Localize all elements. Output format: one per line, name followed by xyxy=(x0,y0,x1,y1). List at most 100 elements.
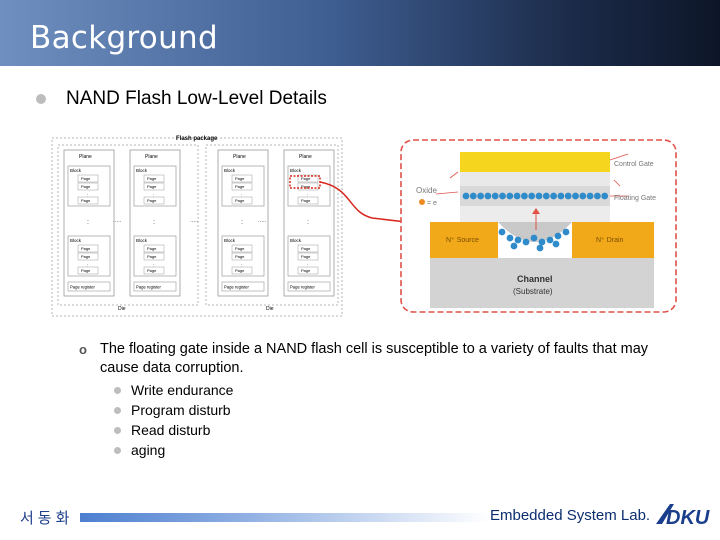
page-box xyxy=(297,252,319,261)
page-box xyxy=(143,266,165,275)
page-label: Page xyxy=(147,254,157,259)
page-register-label: Page register xyxy=(70,285,96,290)
page-label: Page xyxy=(147,198,157,203)
ellipsis-mark: : xyxy=(241,193,242,199)
page-box xyxy=(77,244,99,253)
page-label: Page xyxy=(147,246,157,251)
page-box xyxy=(143,174,165,183)
title-bar: Background xyxy=(0,0,720,66)
ellipsis-mark: : xyxy=(241,263,242,269)
block-label: Block xyxy=(136,168,148,173)
plane-label: Plane xyxy=(233,154,246,160)
plane-label: Plane xyxy=(299,154,312,160)
electron-dot xyxy=(564,192,572,200)
page-label: Page xyxy=(81,184,91,189)
fault-list: Write endurance Program disturb Read dis… xyxy=(114,380,233,460)
page-box xyxy=(231,182,253,191)
page-box xyxy=(231,266,253,275)
electron-dot xyxy=(462,192,470,200)
block-label: Block xyxy=(224,168,236,173)
electron-dot xyxy=(579,192,587,200)
page-label: Page xyxy=(235,246,245,251)
page-label: Page xyxy=(147,184,157,189)
page-box xyxy=(77,174,99,183)
page-box xyxy=(77,252,99,261)
electron-dot xyxy=(506,192,514,200)
footer-gradient-line xyxy=(80,513,490,522)
electron-dot xyxy=(554,232,562,240)
page-box xyxy=(297,244,319,253)
page-label: Page xyxy=(81,254,91,259)
page-label: Page xyxy=(235,268,245,273)
list-item: Read disturb xyxy=(114,420,233,440)
electron-dot xyxy=(506,234,514,242)
page-box xyxy=(77,196,99,205)
electron-legend-label: = e xyxy=(427,200,437,207)
list-bullet-icon xyxy=(114,387,121,394)
electron-dot xyxy=(557,192,565,200)
body-paragraph: The floating gate inside a NAND flash ce… xyxy=(100,341,649,376)
block-label: Block xyxy=(70,168,82,173)
svg-text:DKU: DKU xyxy=(666,507,710,529)
ellipsis-mark: : xyxy=(153,219,155,226)
list-bullet-icon xyxy=(114,447,121,454)
page-box xyxy=(143,244,165,253)
dku-logo-icon: DKU xyxy=(656,504,710,529)
page-label: Page xyxy=(81,198,91,203)
electron-dot xyxy=(477,192,484,200)
slide-heading: NAND Flash Low-Level Details xyxy=(66,88,327,109)
electron-dot xyxy=(522,238,530,246)
list-item: Program disturb xyxy=(114,400,233,420)
block-label: Block xyxy=(224,238,236,243)
page-box xyxy=(143,196,165,205)
electron-dot xyxy=(542,192,550,200)
electron-dot xyxy=(514,236,522,244)
electron-dot xyxy=(552,240,560,248)
page-box xyxy=(297,196,319,205)
connector-arrow xyxy=(319,181,407,223)
electron-dot xyxy=(499,192,506,200)
page-box xyxy=(297,266,319,275)
page-label: Page xyxy=(147,268,157,273)
electron-dot xyxy=(469,192,477,200)
heading-bullet-icon xyxy=(36,94,46,104)
ellipsis-mark: : xyxy=(307,219,309,226)
electron-dot xyxy=(562,228,570,236)
flash-cell-diagram: Control Gate Floating Gate Oxide = e N⁺ … xyxy=(400,139,677,313)
electron-legend-icon xyxy=(419,199,425,205)
block-label: Block xyxy=(70,238,82,243)
electron-dot xyxy=(586,192,594,200)
block-label: Block xyxy=(290,168,302,173)
ellipsis-mark: : xyxy=(153,263,154,269)
list-item: aging xyxy=(114,440,233,460)
page-label: Page xyxy=(235,198,245,203)
electron-dot xyxy=(498,228,506,236)
page-register-label: Page register xyxy=(290,285,316,290)
page-label: Page xyxy=(301,268,311,273)
channel-label: Channel xyxy=(517,274,553,284)
page-box xyxy=(231,196,253,205)
ellipsis-mark: : xyxy=(87,193,88,199)
flash-package-diagram: Flash package Die Die PlaneBlockPagePage… xyxy=(51,136,343,317)
page-box xyxy=(231,174,253,183)
electron-dot xyxy=(513,192,521,200)
substrate xyxy=(430,258,654,308)
page-label: Page xyxy=(301,198,311,203)
page-label: Page xyxy=(301,254,311,259)
electron-dot xyxy=(535,192,543,200)
electron-dot xyxy=(546,236,554,244)
substrate-label: (Substrate) xyxy=(513,287,553,296)
control-gate xyxy=(460,152,610,172)
list-item-label: Read disturb xyxy=(131,422,211,438)
page-label: Page xyxy=(147,176,157,181)
list-item-label: Write endurance xyxy=(131,382,234,398)
list-bullet-icon xyxy=(114,427,121,434)
slide-title: Background xyxy=(30,20,218,56)
lab-name: Embedded System Lab. xyxy=(490,507,651,524)
page-box xyxy=(297,182,319,191)
electron-dot xyxy=(521,192,528,200)
page-box xyxy=(143,182,165,191)
electron-dot xyxy=(594,192,601,200)
ellipsis-mark: : xyxy=(87,219,89,226)
page-label: Page xyxy=(301,246,311,251)
